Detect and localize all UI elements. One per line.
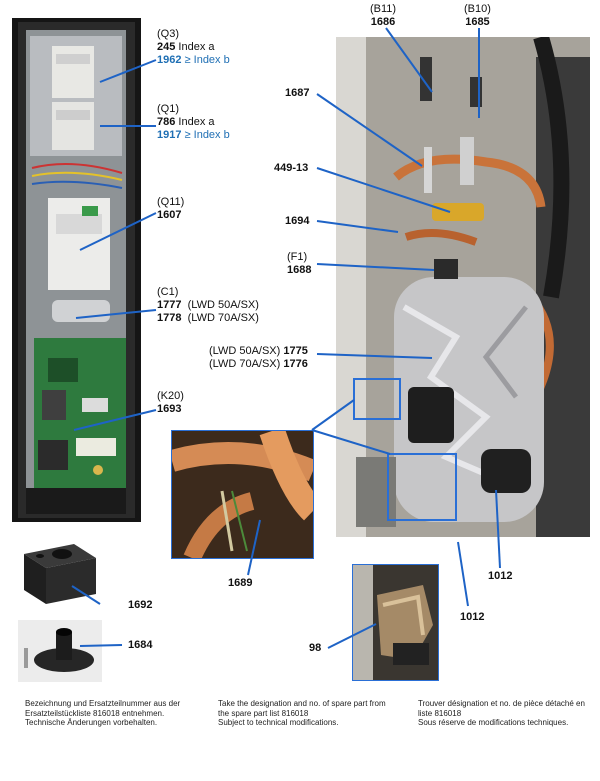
callout-k20-tag: (K20)	[157, 390, 184, 402]
callout-f1-number: 1688	[287, 264, 312, 276]
callout-c1-row1-number: 1777	[157, 299, 182, 311]
callout-k20: (K20) 1693	[157, 390, 184, 416]
callout-q11: (Q11) 1607	[157, 196, 184, 222]
footer-de-line: Technische Änderungen vorbehalten.	[25, 718, 158, 728]
callout-1692: 1692	[128, 599, 152, 612]
inset-98-photo	[352, 564, 439, 681]
callout-1012-bottom-number: 1012	[460, 611, 485, 623]
callout-b10: (B10) 1685	[464, 3, 491, 29]
callout-1012-right-number: 1012	[488, 570, 513, 582]
callout-1012-right: 1012	[488, 570, 512, 583]
callout-q1-index-a-text: Index a	[178, 116, 215, 128]
callout-k20-number: 1693	[157, 403, 182, 415]
footer-fr-line: Sous réserve de modifications techniques…	[418, 718, 569, 728]
callout-q3-tag: (Q3)	[157, 28, 179, 40]
callout-q3-index-b-number: 1962	[157, 54, 182, 66]
callout-tank-row2-text: (LWD 70A/SX)	[209, 358, 281, 370]
callout-q3-index-a-text: Index a	[178, 41, 215, 53]
callout-q1-index-b-number: 1917	[157, 129, 182, 141]
callout-1694: 1694	[285, 215, 309, 228]
callout-q11-number: 1607	[157, 209, 182, 221]
callout-q1: (Q1) 786 Index a 1917 ≥ Index b	[157, 103, 230, 142]
footer-en-line: Take the designation and no. of spare pa…	[218, 699, 386, 708]
callout-1692-number: 1692	[128, 599, 153, 611]
footer-note-en: Take the designation and no. of spare pa…	[218, 699, 386, 728]
callout-q1-index-a-number: 786	[157, 116, 176, 128]
callout-tank-row2-number: 1776	[283, 358, 308, 370]
callout-c1-tag: (C1)	[157, 286, 179, 298]
control-cabinet-photo	[12, 18, 141, 522]
callout-f1: (F1) 1688	[287, 251, 311, 277]
callout-b10-tag: (B10)	[464, 3, 491, 15]
callout-b11-tag: (B11)	[370, 3, 397, 15]
callout-98: 98	[309, 642, 321, 655]
footer-note-fr: Trouver désignation et no. de pièce déta…	[418, 699, 585, 728]
callout-tank-row1-number: 1775	[283, 345, 308, 357]
callout-q3-index-b-text: ≥ Index b	[184, 54, 230, 66]
footer-en-line: the spare part list 816018	[218, 708, 309, 718]
callout-449-13: 449-13	[274, 162, 308, 175]
footer-fr-line: liste 816018	[418, 708, 462, 718]
footer-fr-line: Trouver désignation et no. de pièce déta…	[418, 699, 585, 708]
footer-en-line: Subject to technical modifications.	[218, 718, 339, 728]
callout-1689-number: 1689	[228, 577, 253, 589]
callout-1687: 1687	[285, 87, 309, 100]
callout-tank-row1-text: (LWD 50A/SX)	[209, 345, 281, 357]
footer-de-line: Bezeichnung und Ersatzteilnummer aus der	[25, 699, 181, 708]
callout-c1: (C1) 1777 (LWD 50A/SX) 1778 (LWD 70A/SX)	[157, 286, 259, 325]
callout-449-13-number: 449-13	[274, 162, 309, 174]
callout-q3-index-a-number: 245	[157, 41, 176, 53]
callout-q1-index-b-text: ≥ Index b	[184, 129, 230, 141]
callout-c1-row2-text: (LWD 70A/SX)	[187, 312, 259, 324]
callout-f1-tag: (F1)	[287, 251, 308, 263]
callout-1689: 1689	[228, 577, 252, 590]
part-1684-photo	[18, 620, 102, 682]
heat-pump-interior-photo	[336, 37, 590, 537]
callout-tank: (LWD 50A/SX) 1775 (LWD 70A/SX) 1776	[209, 345, 308, 371]
callout-c1-row1-text: (LWD 50A/SX)	[187, 299, 259, 311]
callout-1684: 1684	[128, 639, 152, 652]
callout-q3: (Q3) 245 Index a 1962 ≥ Index b	[157, 28, 230, 67]
callout-b11-number: 1686	[370, 16, 396, 28]
callout-98-number: 98	[309, 642, 322, 654]
part-1692-photo	[18, 540, 100, 608]
callout-b11: (B11) 1686	[370, 3, 396, 29]
callout-q1-tag: (Q1)	[157, 103, 179, 115]
inset-1689-photo	[171, 430, 314, 559]
callout-1684-number: 1684	[128, 639, 153, 651]
callout-1012-bottom: 1012	[460, 611, 484, 624]
callout-b10-number: 1685	[465, 16, 490, 28]
footer-note-de: Bezeichnung und Ersatzteilnummer aus der…	[25, 699, 180, 728]
callout-q11-tag: (Q11)	[157, 196, 185, 208]
footer-de-line: Ersatzteilstückliste 816018 entnehmen.	[25, 708, 165, 718]
callout-1694-number: 1694	[285, 215, 310, 227]
callout-c1-row2-number: 1778	[157, 312, 182, 324]
callout-1687-number: 1687	[285, 87, 310, 99]
